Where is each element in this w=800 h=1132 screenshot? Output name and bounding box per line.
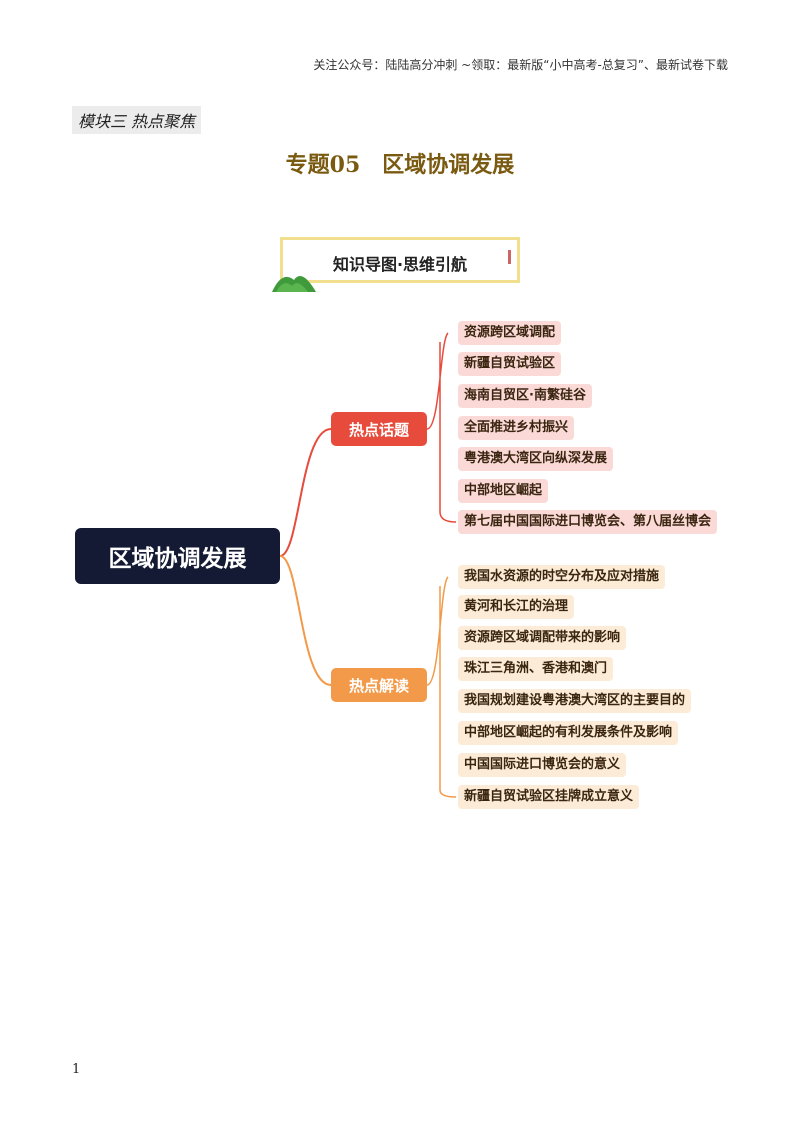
section-banner: 知识导图·思维引航 (280, 237, 520, 283)
analysis-item: 新疆自贸试验区挂牌成立意义 (458, 785, 640, 809)
analysis-item: 资源跨区域调配带来的影响 (458, 626, 627, 650)
hills-icon (272, 276, 316, 292)
topic-item: 全面推进乡村振兴 (458, 416, 575, 440)
title-text: 区域协调发展 (382, 152, 515, 178)
topic-item: 新疆自贸试验区 (458, 352, 562, 376)
analysis-item: 中国国际进口博览会的意义 (458, 753, 627, 777)
analysis-item: 珠江三角洲、香港和澳门 (458, 657, 614, 681)
mindmap-root: 区域协调发展 (75, 528, 280, 584)
branch-hot-analysis: 热点解读 (331, 668, 427, 702)
connector-root-analysis (279, 555, 332, 686)
analysis-item: 中部地区崛起的有利发展条件及影响 (458, 721, 679, 745)
page-number: 1 (72, 1062, 81, 1077)
branch-hot-topics: 热点话题 (331, 412, 427, 446)
connector-root-topics (279, 428, 332, 557)
topic-item: 粤港澳大湾区向纵深发展 (458, 447, 614, 471)
analysis-item: 我国规划建设粤港澳大湾区的主要目的 (458, 689, 692, 713)
topic-item: 第七届中国国际进口博览会、第八届丝博会 (458, 510, 718, 534)
banner-text: 知识导图·思维引航 (332, 255, 468, 274)
topic-item: 中部地区崛起 (458, 479, 549, 503)
analysis-item: 我国水资源的时空分布及应对措施 (458, 565, 666, 589)
banner-accent (508, 250, 511, 264)
topic-item: 资源跨区域调配 (458, 321, 562, 345)
analysis-item: 黄河和长江的治理 (458, 595, 575, 619)
module-label: 模块三 热点聚焦 (72, 106, 202, 134)
connector-topics-bracket (426, 332, 457, 523)
page-title: 专题05 区域协调发展 (0, 147, 800, 179)
header-note: 关注公众号：陆陆高分冲刺 ~领取：最新版“小中高考-总复习”、最新试卷下载 (313, 58, 728, 72)
topic-item: 海南自贸区·南繁硅谷 (458, 384, 592, 408)
title-number: 专题05 (285, 152, 361, 178)
connector-analysis-bracket (426, 576, 457, 798)
